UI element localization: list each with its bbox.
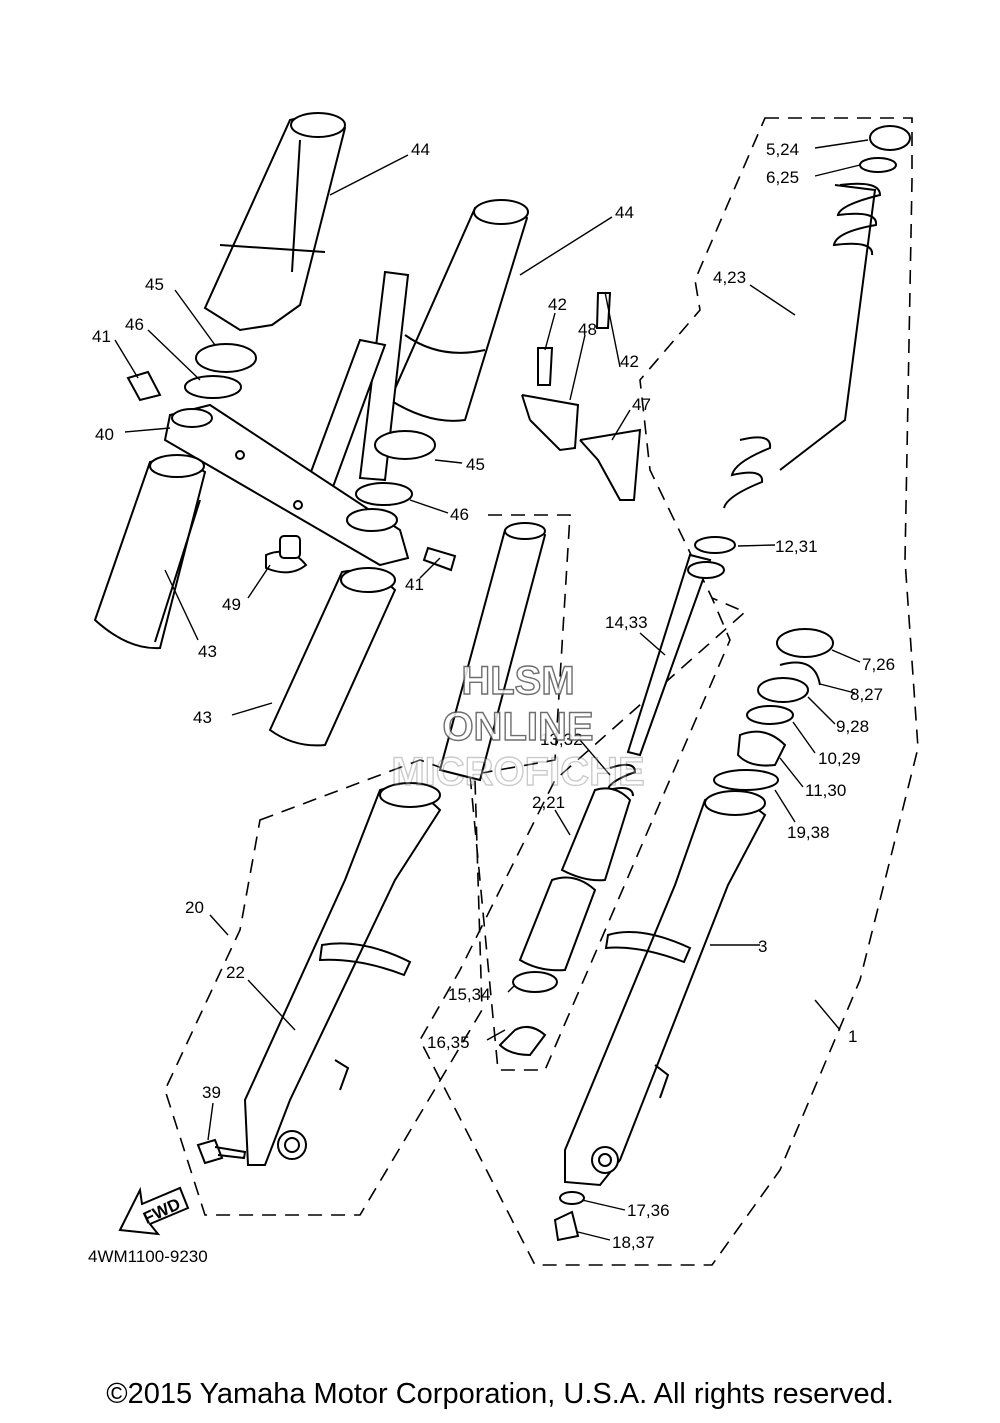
callout-42a: 42 (548, 295, 567, 314)
bolt-41a (126, 370, 162, 402)
oil-seal-45a (195, 343, 257, 373)
callout-5-24: 5,24 (766, 140, 799, 159)
bolt-39 (196, 1138, 247, 1165)
assembly-outline-1 (419, 117, 919, 1266)
callout-12-31: 12,31 (775, 537, 818, 556)
slide-metal-11 (736, 730, 787, 767)
callout-3: 3 (758, 937, 767, 956)
watermark-line2: ONLINE (442, 705, 593, 749)
outer-tube-22 (243, 782, 442, 1166)
collar-16 (498, 1025, 547, 1057)
inner-tube (438, 522, 547, 782)
bolt-42a (537, 347, 554, 386)
callout-42b: 42 (620, 352, 639, 371)
collar-49-top (279, 535, 301, 559)
washer-17 (559, 1191, 585, 1205)
o-ring-19 (713, 769, 779, 791)
callout-9-28: 9,28 (836, 717, 869, 736)
callout-11-30: 11,30 (805, 781, 846, 800)
callout-39: 39 (202, 1083, 221, 1102)
damper-rod-14 (626, 553, 725, 757)
copyright-footer: ©2015 Yamaha Motor Corporation, U.S.A. A… (106, 1378, 894, 1410)
fork-cover-lower-43b (268, 567, 397, 747)
steering-stem (303, 270, 410, 497)
dust-seal-7 (776, 628, 834, 658)
callout-16-35: 16,35 (427, 1033, 470, 1052)
fork-cover-upper-44b (388, 199, 529, 422)
callout-4-23: 4,23 (713, 268, 746, 287)
oil-lock-15 (512, 971, 558, 993)
under-bracket-40 (163, 403, 410, 567)
callout-46a: 46 (125, 315, 144, 334)
bolt-18 (553, 1210, 580, 1242)
washer-46a (184, 375, 242, 399)
callout-44a: 44 (411, 140, 430, 159)
callout-19-38: 19,38 (787, 823, 830, 842)
callout-41b: 41 (405, 575, 424, 594)
callout-8-27: 8,27 (850, 685, 883, 704)
callout-46b: 46 (450, 505, 469, 524)
o-ring-6 (859, 157, 897, 173)
watermark-line1: HLSM (461, 659, 574, 703)
oil-seal-45b (374, 430, 436, 460)
fork-cover-upper-44a (203, 112, 347, 332)
callout-7-26: 7,26 (862, 655, 895, 674)
callout-15-34: 15,34 (448, 985, 491, 1004)
diagram-code: 4WM1100-9230 (88, 1247, 208, 1266)
callout-44b: 44 (615, 203, 634, 222)
fork-cover-lower-43a (93, 454, 207, 650)
fwd-arrow-icon: FWD (118, 1186, 190, 1236)
callout-14-33: 14,33 (605, 613, 648, 632)
damper-rod-seat (518, 876, 597, 972)
bracket-48 (521, 394, 580, 452)
callout-10-29: 10,29 (818, 749, 861, 768)
callout-45a: 45 (145, 275, 164, 294)
callout-43a: 43 (198, 642, 217, 661)
cap-bolt-5 (869, 125, 911, 151)
stopper-ring-8 (779, 661, 821, 686)
callout-13-32: 13,32 (540, 730, 583, 749)
callout-17-36: 17,36 (627, 1201, 670, 1220)
watermark-line3: MICROFICHE (391, 750, 644, 794)
callout-20: 20 (185, 898, 204, 917)
callout-49: 49 (222, 595, 241, 614)
washer-12 (694, 536, 736, 554)
spring-13 (606, 763, 637, 797)
callout-45b: 45 (466, 455, 485, 474)
callout-47: 47 (632, 395, 651, 414)
callout-43b: 43 (193, 708, 212, 727)
callout-2-21: 2,21 (532, 793, 565, 812)
washer-10 (746, 705, 794, 725)
assembly-outline-inner (469, 514, 731, 1071)
callout-48: 48 (578, 320, 597, 339)
callout-22: 22 (226, 963, 245, 982)
leader-lines (114, 139, 869, 1241)
callout-6-25: 6,25 (766, 168, 799, 187)
callout-1: 1 (848, 1027, 857, 1046)
callout-40: 40 (95, 425, 114, 444)
callout-18-37: 18,37 (612, 1233, 655, 1252)
outer-tube-3 (564, 790, 767, 1187)
oil-seal-9 (757, 677, 809, 703)
washer-46b (355, 482, 413, 506)
bracket-47 (579, 428, 642, 501)
fork-spring-4 (723, 182, 882, 509)
watermark: HLSM ONLINE MICROFICHE (391, 658, 646, 794)
assembly-outline-20 (164, 759, 483, 1216)
taper-spindle-2 (560, 787, 632, 882)
callout-41a: 41 (92, 327, 111, 346)
